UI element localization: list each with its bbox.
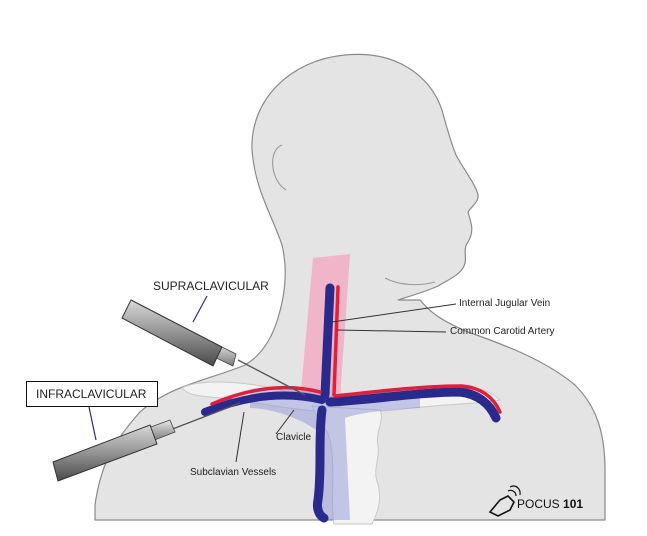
subclavian-vein-left	[201, 391, 326, 416]
infraclavicular-pointer	[88, 406, 97, 441]
supraclavicular-label: SUPRACLAVICULAR	[153, 279, 269, 293]
brachiocephalic-vein	[313, 405, 329, 523]
jaw-line	[384, 277, 436, 286]
subclavian-artery-left	[210, 385, 322, 406]
subclavian-vessels-pointer	[235, 411, 245, 463]
ear	[272, 144, 287, 191]
ultrasound-probe-icon	[488, 485, 521, 517]
supraclavicular-pointer	[192, 295, 208, 323]
common-carotid-artery-label: Common Carotid Artery	[450, 326, 555, 337]
infraclavicular-label-box	[26, 381, 158, 407]
infraclavicular-label: INFRACLAVICULAR	[36, 387, 147, 401]
common-carotid-artery-pointer	[336, 329, 447, 333]
internal-jugular-vein-label: Internal Jugular Vein	[459, 298, 551, 309]
venous-overlay	[250, 387, 420, 520]
internal-jugular-vein-pointer	[331, 303, 457, 323]
pocus-logo-name: POCUS	[517, 497, 560, 511]
subclavian-vessels-label: Subclavian Vessels	[190, 467, 277, 478]
internal-jugular-vein	[320, 283, 335, 400]
pocus-logo-number: 101	[563, 497, 584, 511]
clavicle-pointer	[275, 409, 295, 435]
infraclavicular-needle	[52, 402, 241, 482]
common-carotid-artery	[332, 285, 340, 397]
sternum	[311, 405, 382, 525]
pocus-logo-text: POCUS 101	[517, 497, 583, 511]
subclavian-artery-right	[334, 384, 502, 414]
subclavian-vein-right	[325, 387, 501, 423]
supraclavicular-needle	[121, 299, 306, 396]
clavicle-label: Clavicle	[276, 432, 312, 443]
